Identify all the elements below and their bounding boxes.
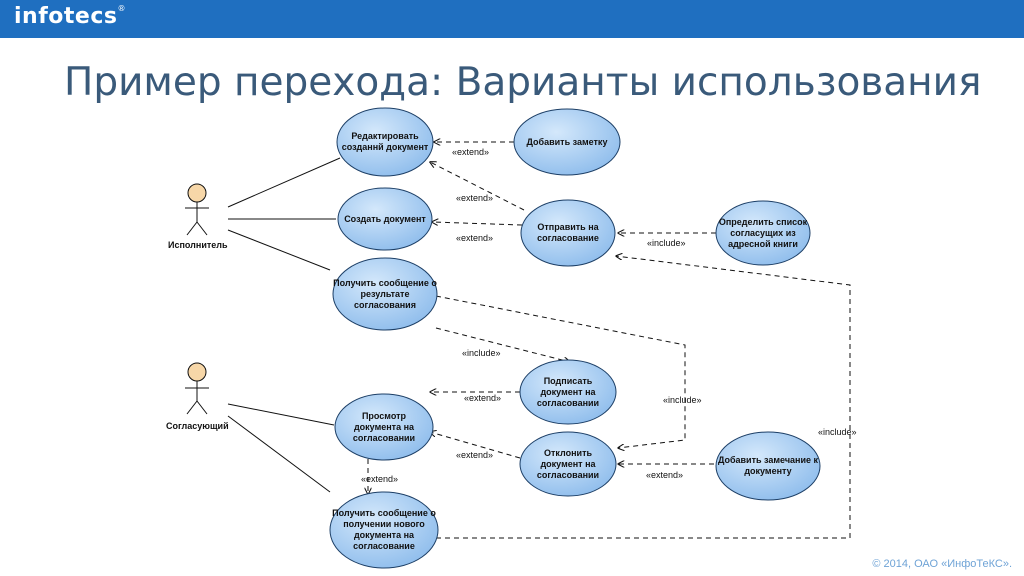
uc-result-label: Получить сообщение о результате согласов…	[333, 277, 437, 310]
assoc-approver-newdoc	[227, 415, 331, 493]
rel-label-include-addressbook: «include»	[647, 238, 686, 248]
uc-reject-label: Отклонить документ на согласовании	[536, 447, 600, 480]
uc-create-ellipse	[337, 187, 433, 251]
association-lines	[227, 157, 341, 493]
assoc-executor-edit	[227, 157, 341, 208]
rel-label-extend-send-edit: «extend»	[456, 193, 494, 203]
logo-mark: ®	[117, 4, 126, 13]
uc-reject-ellipse	[519, 431, 617, 497]
include-result-sign	[435, 327, 570, 362]
rel-label-include-result-reject: «include»	[663, 395, 702, 405]
uc-newdoc-label: Получить сообщение о получении нового до…	[332, 508, 436, 551]
rel-label-extend-note: «extend»	[452, 147, 490, 157]
infotecs-logo: infotecs®	[14, 4, 126, 29]
rel-label-include-result-sign: «include»	[462, 348, 501, 358]
rel-label-extend-remark: «extend»	[646, 470, 684, 480]
uc-send-ellipse	[520, 199, 616, 267]
uc-view-label: Просмотр документа на согласовании	[352, 410, 416, 443]
uc-addressbook-label: Определить список согласущих из адресной…	[718, 216, 808, 249]
uc-result-ellipse	[332, 257, 438, 331]
header-bar: infotecs®	[0, 0, 1024, 38]
uc-create-label: Создать документ	[344, 213, 426, 224]
uc-newdoc-ellipse	[329, 491, 439, 569]
extend-reject-view	[430, 432, 521, 459]
use-case-ellipses	[329, 107, 821, 569]
uc-sign-label: Подписать документ на согласовании	[536, 375, 600, 408]
uc-edit-ellipse	[336, 107, 434, 177]
rel-label-extend-view-newdoc: «extend»	[361, 474, 399, 484]
slide-title: Пример перехода: Варианты использования	[64, 60, 982, 105]
include-newdoc-send	[436, 256, 851, 539]
rel-label-extend-sign: «extend»	[464, 393, 502, 403]
actor-executor-label: Исполнитель	[168, 240, 228, 250]
actor-approver-icon	[185, 362, 209, 415]
include-result-reject	[435, 295, 686, 448]
rel-label-extend-reject: «extend»	[456, 450, 494, 460]
actor-executor-icon	[185, 183, 209, 236]
rel-label-include-newdoc: «include»	[818, 427, 857, 437]
dependency-lines	[368, 142, 851, 539]
actor-approver-label: Согласующий	[166, 421, 229, 431]
extend-send-create	[432, 222, 523, 225]
uc-sign-ellipse	[519, 359, 617, 425]
uc-send-label: Отправить на согласование	[537, 222, 599, 243]
uc-edit-label: Редактировать созданнй документ	[341, 131, 429, 152]
uc-note-label: Добавить заметку	[526, 136, 608, 147]
logo-text: infotecs	[14, 4, 118, 29]
uc-remark-label: Добавить замечание к документу	[717, 455, 819, 476]
uc-view-ellipse	[334, 393, 434, 461]
uc-addressbook-ellipse	[715, 200, 811, 266]
assoc-approver-view	[227, 403, 335, 426]
uc-note-ellipse	[513, 108, 621, 176]
copyright: © 2014, ОАО «ИнфоТеКС».	[872, 558, 1012, 570]
rel-label-extend-send-create: «extend»	[456, 233, 494, 243]
assoc-executor-result	[227, 229, 331, 271]
uc-remark-ellipse	[715, 431, 821, 501]
